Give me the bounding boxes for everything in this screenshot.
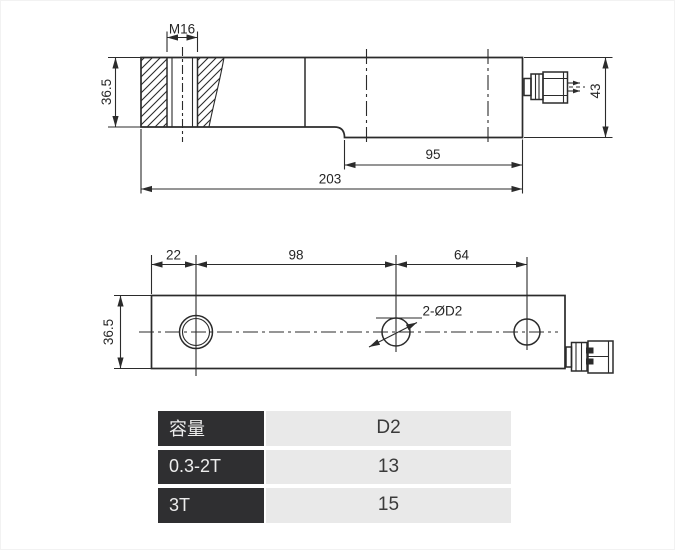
dim-label-22: 22 — [166, 248, 181, 263]
dim-m16: M16 — [166, 22, 199, 52]
dim-label-height-side: 36.5 — [99, 79, 114, 105]
dim-label-95: 95 — [425, 147, 440, 162]
cable-connector-side — [523, 71, 585, 104]
cable-connector-plan — [565, 340, 614, 374]
connector-pin-bottom — [586, 358, 594, 365]
table-header-capacity: 容量 — [158, 411, 264, 446]
dim-95: 95 — [343, 139, 524, 194]
callout-leader — [368, 322, 418, 348]
table-row-d2: 13 — [266, 449, 511, 484]
dim-label-64: 64 — [454, 248, 470, 263]
hole-callout: 2-ØD2 — [368, 304, 463, 348]
dim-label-203: 203 — [319, 172, 342, 187]
dim-22: 22 — [151, 248, 196, 268]
connector-pin-top — [586, 347, 594, 354]
break-line — [208, 57, 225, 128]
dim-64: 64 — [396, 248, 527, 268]
side-view: M16 36.5 43 95 203 — [99, 22, 613, 194]
dim-width-plan: 36.5 — [101, 294, 153, 370]
table-row-capacity: 0.3-2T — [158, 449, 264, 484]
dim-label-43: 43 — [588, 83, 603, 98]
body-outline — [140, 56, 524, 139]
plan-view: 22 98 64 36.5 2-ØD2 — [101, 248, 614, 376]
table-row-capacity: 3T — [158, 488, 264, 523]
dim-98: 98 — [196, 248, 396, 268]
dim-203: 203 — [140, 129, 523, 194]
table-header-d2: D2 — [266, 411, 511, 446]
hatch-right — [197, 57, 224, 127]
dim-label-width-plan: 36.5 — [101, 319, 116, 345]
table-row-d2: 15 — [266, 488, 511, 523]
dim-connector-height: 43 — [524, 56, 613, 139]
callout-label: 2-ØD2 — [423, 304, 463, 319]
spec-table: 容量 D2 0.3-2T 13 3T 15 — [158, 411, 511, 523]
hatch-left — [141, 57, 167, 127]
m16-hole — [166, 47, 199, 142]
dim-height-side: 36.5 — [99, 56, 142, 128]
dim-label-m16: M16 — [169, 22, 195, 37]
dim-label-98: 98 — [288, 248, 303, 263]
